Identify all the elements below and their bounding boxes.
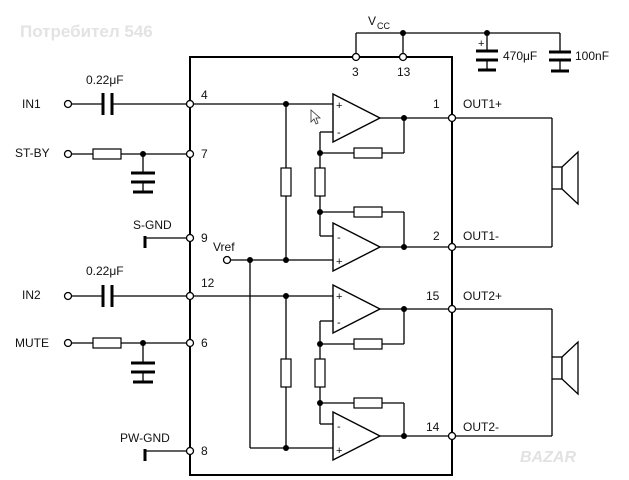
pin-14: 14 — [426, 420, 440, 434]
power-ground: PW-GND 8 — [120, 431, 208, 461]
label-out1p: OUT1+ — [463, 97, 502, 111]
label-mute: MUTE — [15, 336, 49, 350]
output-channel-1: OUT1+ OUT1- — [455, 97, 579, 248]
capacitor-470uf: + 470μF — [476, 33, 537, 72]
label-in2: IN2 — [22, 288, 41, 302]
amp1-plus: + — [336, 100, 342, 112]
input-mute: MUTE 6 — [15, 336, 208, 384]
amp1-minus: - — [337, 127, 341, 139]
pin-9: 9 — [201, 231, 208, 245]
pin-1: 1 — [433, 97, 440, 111]
pin-3: 3 — [352, 65, 359, 79]
amp3-plus: + — [336, 291, 342, 303]
label-470uf: 470μF — [503, 49, 537, 63]
input-in1: IN1 0.22μF 4 — [22, 73, 208, 115]
vcc-supply: V CC 3 13 + 470μF 100nF — [351, 14, 609, 79]
op-amp-1: + - — [332, 92, 382, 144]
pin-4: 4 — [201, 88, 208, 102]
label-pwgnd: PW-GND — [120, 431, 170, 445]
label-cap-in1: 0.22μF — [86, 73, 124, 87]
internal-wiring: Vref — [193, 101, 457, 451]
op-amp-4: - + — [332, 410, 382, 462]
watermark-bottom-right: BAZAR — [520, 449, 576, 466]
label-vref: Vref — [213, 240, 235, 254]
speaker-icon — [551, 150, 579, 206]
pin-7: 7 — [201, 147, 208, 161]
label-stby: ST-BY — [15, 146, 50, 160]
label-in1: IN1 — [22, 97, 41, 111]
mouse-cursor-icon — [310, 109, 322, 125]
pin-12: 12 — [201, 276, 215, 290]
amp3-minus: - — [337, 317, 341, 329]
label-sgnd: S-GND — [133, 218, 172, 232]
ic-package — [189, 56, 453, 476]
input-standby: ST-BY 7 — [15, 146, 208, 194]
amp2-plus: + — [336, 256, 342, 268]
vcc-label: V — [368, 14, 376, 28]
op-amp-2: - + — [332, 221, 382, 273]
op-amp-3: + - — [332, 283, 382, 335]
input-in2: IN2 0.22μF 12 — [22, 264, 215, 307]
polarity-plus: + — [478, 38, 484, 50]
label-out1m: OUT1- — [463, 229, 499, 243]
label-out2p: OUT2+ — [463, 289, 502, 303]
label-out2m: OUT2- — [463, 420, 499, 434]
watermark-top-left: Потребител 546 — [20, 22, 153, 41]
label-cap-in2: 0.22μF — [86, 264, 124, 278]
pin-6: 6 — [201, 336, 208, 350]
pin-2: 2 — [433, 229, 440, 243]
pin-15: 15 — [426, 289, 440, 303]
pin-13: 13 — [397, 65, 411, 79]
amp4-minus: - — [337, 421, 341, 433]
output-channel-2: OUT2+ OUT2- — [455, 289, 579, 437]
signal-ground: S-GND 9 — [133, 218, 208, 248]
pin-8: 8 — [201, 444, 208, 458]
amp4-plus: + — [336, 445, 342, 457]
label-100nf: 100nF — [575, 49, 609, 63]
speaker-icon — [551, 340, 579, 396]
capacitor-100nf: 100nF — [549, 33, 609, 73]
amp2-minus: - — [337, 232, 341, 244]
vcc-label-subscript: CC — [377, 21, 390, 31]
